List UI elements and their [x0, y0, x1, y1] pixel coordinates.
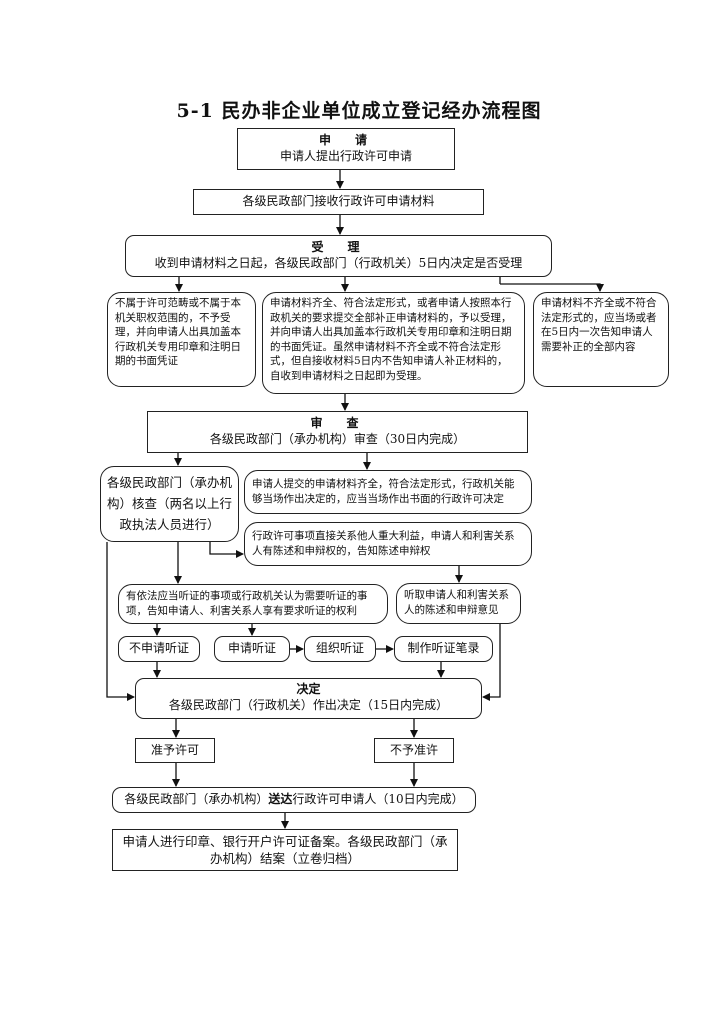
onsite-decision-box: 申请人提交的申请材料齐全，符合法定形式，行政机关能够当场作出决定的，应当当场作出…	[244, 470, 532, 514]
apply-box: 申 请 申请人提出行政许可申请	[237, 128, 455, 170]
archive-box: 申请人进行印章、银行开户许可证备案。各级民政部门（承办机构）结案（立卷归档）	[112, 829, 458, 871]
request-hearing-text: 申请听证	[227, 641, 276, 655]
review-heading: 审 查	[310, 416, 365, 430]
no-hearing-text: 不申请听证	[128, 641, 189, 655]
arrow-listen-decision	[482, 624, 501, 701]
page-title: 5-1 民办非企业单位成立登记经办流程图	[176, 100, 542, 122]
review-box: 审 查 各级民政部门（承办机构）审查（30日内完成）	[147, 411, 528, 453]
accept-box: 受 理 收到申请材料之日起，各级民政部门（行政机关）5日内决定是否受理	[125, 235, 552, 277]
deliver-suffix: 行政许可申请人（10日内完成）	[292, 792, 464, 806]
materials-ok-box: 申请材料齐全、符合法定形式，或者申请人按照本行政机关的要求提交全部补正申请材料的…	[262, 292, 525, 394]
archive-text: 申请人进行印章、银行开户许可证备案。各级民政部门（承办机构）结案（立卷归档）	[122, 834, 448, 866]
hearing-record-text: 制作听证笔录	[407, 641, 480, 655]
notify-defense-box: 行政许可事项直接关系他人重大利益，申请人和利害关系人有陈述和申辩权的，告知陈述申…	[244, 522, 532, 566]
materials-incomplete-text: 申请材料不齐全或不符合法定形式的，应当场或者在5日内一次告知申请人需要补正的全部…	[541, 297, 657, 353]
review-text: 各级民政部门（承办机构）审查（30日内完成）	[209, 432, 466, 446]
deliver-prefix: 各级民政部门（承办机构）	[124, 792, 269, 806]
apply-heading: 申 请	[318, 133, 373, 147]
listen-defense-text: 听取申请人和利害关系人的陈述和申辩意见	[404, 589, 509, 616]
request-hearing-box: 申请听证	[214, 636, 290, 662]
accept-heading: 受 理	[311, 240, 366, 254]
notify-defense-text: 行政许可事项直接关系他人重大利益，申请人和利害关系人有陈述和申辩权的，告知陈述申…	[252, 530, 515, 557]
reject-scope-text: 不属于许可范畴或不属于本机关职权范围的，不予受理，并向申请人出具加盖本行政机关专…	[115, 297, 241, 367]
deliver-box: 各级民政部门（承办机构）送达行政许可申请人（10日内完成）	[112, 787, 476, 813]
verify-text: 各级民政部门（承办机构）核查（两名以上行政执法人员进行）	[107, 475, 233, 532]
receive-box: 各级民政部门接收行政许可申请材料	[193, 189, 484, 215]
no-hearing-box: 不申请听证	[118, 636, 200, 662]
deny-box: 不予准许	[374, 738, 454, 763]
materials-incomplete-box: 申请材料不齐全或不符合法定形式的，应当场或者在5日内一次告知申请人需要补正的全部…	[533, 292, 669, 387]
decision-box: 决定 各级民政部门（行政机关）作出决定（15日内完成）	[135, 678, 482, 719]
arrow-accept-incomplete-elbow	[500, 283, 604, 292]
organize-hearing-box: 组织听证	[304, 636, 376, 662]
decision-heading: 决定	[296, 682, 321, 696]
arrow-verify-decision	[106, 542, 135, 701]
decision-text: 各级民政部门（行政机关）作出决定（15日内完成）	[168, 698, 449, 712]
reject-scope-box: 不属于许可范畴或不属于本机关职权范围的，不予受理，并向申请人出具加盖本行政机关专…	[107, 292, 256, 387]
verify-box: 各级民政部门（承办机构）核查（两名以上行政执法人员进行）	[100, 466, 239, 542]
apply-text: 申请人提出行政许可申请	[279, 149, 412, 163]
onsite-decision-text: 申请人提交的申请材料齐全，符合法定形式，行政机关能够当场作出决定的，应当当场作出…	[252, 478, 515, 505]
deny-text: 不予准许	[389, 743, 438, 757]
accept-text: 收到申请材料之日起，各级民政部门（行政机关）5日内决定是否受理	[154, 256, 523, 270]
receive-text: 各级民政部门接收行政许可申请材料	[242, 194, 435, 208]
listen-defense-box: 听取申请人和利害关系人的陈述和申辩意见	[396, 583, 521, 624]
materials-ok-text: 申请材料齐全、符合法定形式，或者申请人按照本行政机关的要求提交全部补正申请材料的…	[270, 297, 512, 382]
hearing-notice-text: 有依法应当听证的事项或行政机关认为需要听证的事项，告知申请人、利害关系人享有要求…	[126, 590, 368, 617]
arrow-verify-notify	[209, 542, 244, 558]
organize-hearing-text: 组织听证	[315, 641, 364, 655]
approve-box: 准予许可	[135, 738, 215, 763]
deliver-bold: 送达	[268, 792, 293, 806]
approve-text: 准予许可	[150, 743, 199, 757]
hearing-notice-box: 有依法应当听证的事项或行政机关认为需要听证的事项，告知申请人、利害关系人享有要求…	[118, 584, 388, 624]
hearing-record-box: 制作听证笔录	[394, 636, 493, 662]
